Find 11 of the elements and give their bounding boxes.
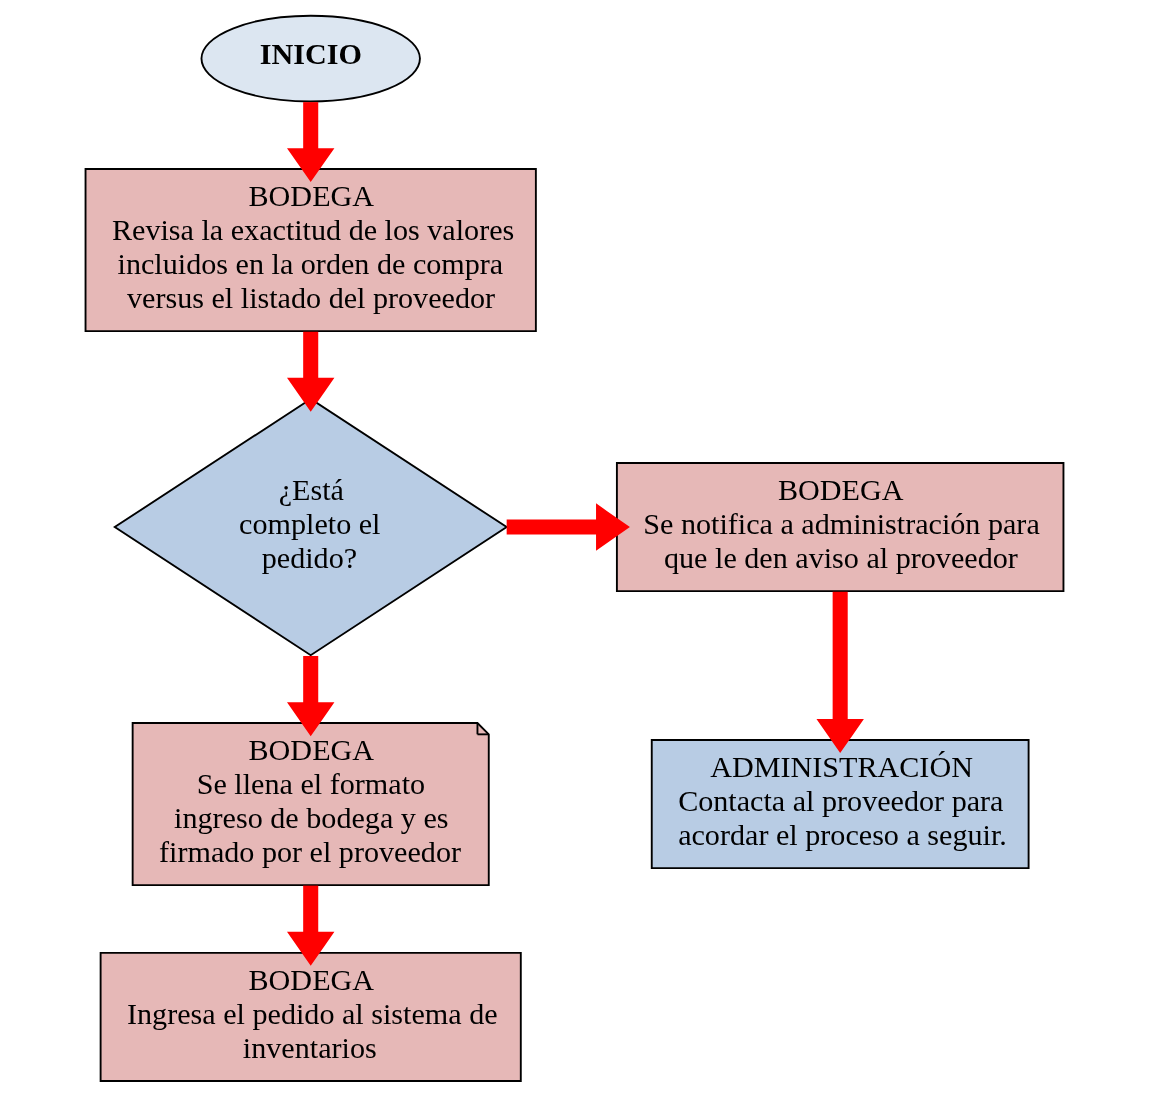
- arrow: [287, 102, 335, 183]
- node-ellipse: INICIO: [200, 14, 421, 103]
- node-box: BODEGA Ingresa el pedido al sistema de inventarios: [99, 951, 522, 1082]
- arrow: [287, 885, 335, 966]
- node-box: ADMINISTRACIÓN Contacta al proveedor para acordar el proceso a seguir.: [650, 739, 1030, 870]
- arrow: [287, 331, 335, 412]
- arrow: [816, 591, 864, 753]
- node-box: BODEGA Se notifica a administración para que le den aviso al proveedor: [615, 462, 1065, 593]
- arrow: [506, 503, 630, 551]
- arrow: [287, 655, 335, 737]
- node-box: BODEGA Revisa la exactitud de los valores incluidos en la orden de compra versus el listado del proveedor: [84, 168, 537, 333]
